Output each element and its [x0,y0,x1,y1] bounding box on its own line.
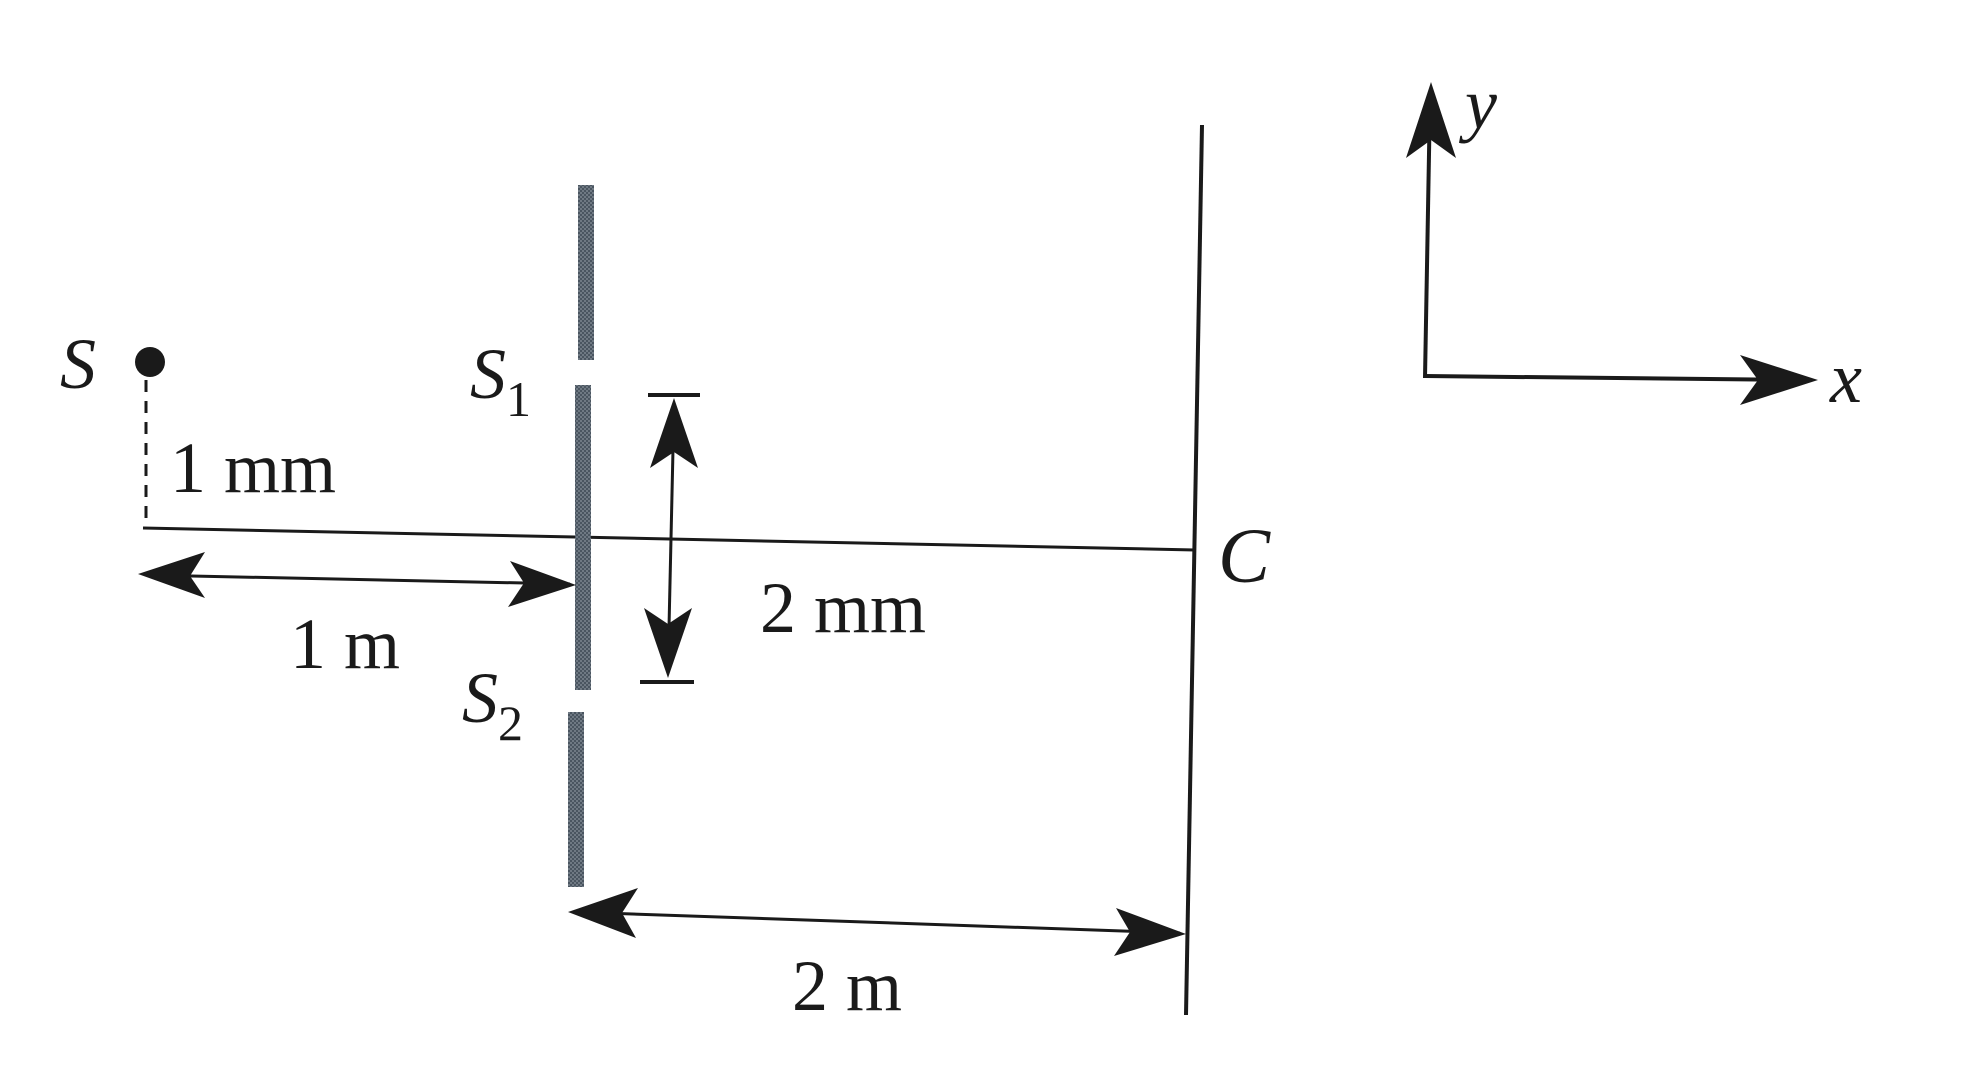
source-to-slits-dimension [138,552,576,607]
slit-separation-dimension [640,393,700,684]
slit-plate-top [578,185,594,360]
x-axis-label: x [1829,338,1862,418]
y-axis-arrowhead [1406,82,1456,158]
source-offset-label: 1 mm [170,428,336,508]
arrowhead-up [650,398,698,468]
x-axis-arrowhead [1740,355,1818,405]
arrowhead-down [644,608,692,678]
slits-to-screen-label: 2 m [792,946,902,1026]
y-axis-line [1423,97,1432,379]
coordinate-axes [1406,82,1818,405]
central-axis-line [142,526,1196,552]
arrowhead-left [138,552,205,598]
slit1-label: S1 [470,334,531,427]
x-axis-line [1424,374,1801,382]
slit-plate-bottom [568,712,584,887]
arrowhead-right [508,561,576,607]
y-axis-label: y [1458,64,1497,144]
slits-to-screen-dimension [568,888,1186,956]
source-label: S [60,324,96,404]
source-to-slits-label: 1 m [290,604,400,684]
screen-center-label: C [1218,512,1271,599]
screen-line [1184,124,1204,1016]
arrowhead-left [568,888,638,938]
source-point [135,347,165,377]
arrowhead-right [1114,908,1186,956]
slit-separation-label: 2 mm [760,568,926,648]
slit2-label: S2 [462,658,523,751]
slit-plate-middle [575,385,591,690]
